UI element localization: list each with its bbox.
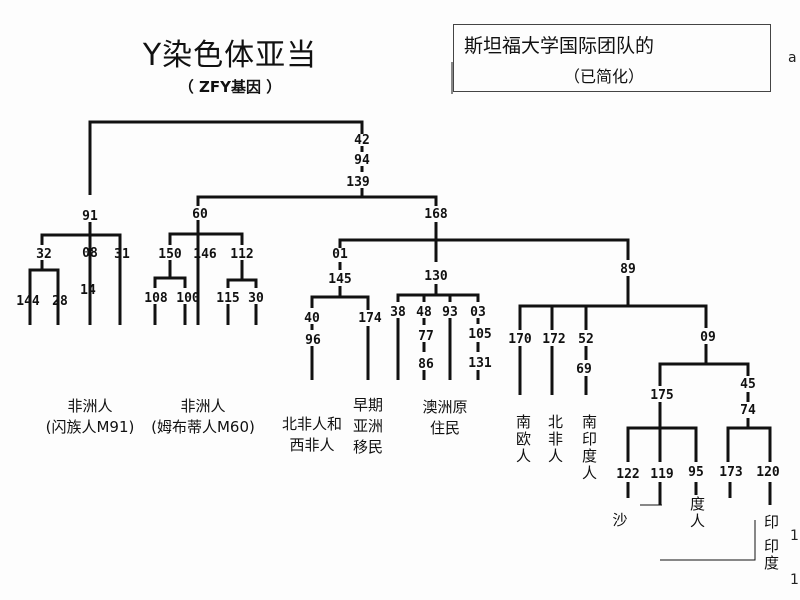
source-box-line1: 斯坦福大学国际团队的 — [464, 35, 655, 57]
node-32: 32 — [36, 247, 52, 262]
node-112: 112 — [230, 247, 253, 262]
node-86: 86 — [418, 357, 434, 372]
pop-south-european: 南欧人 — [514, 414, 532, 465]
node-77: 77 — [418, 329, 434, 344]
pop-early-asia-migrants: 早期 亚洲 移民 — [352, 396, 383, 456]
pop-south-indian: 南印度人 — [580, 414, 598, 482]
node-139: 139 — [346, 175, 369, 190]
node-52: 52 — [578, 332, 594, 347]
branch-130 — [396, 284, 480, 302]
branch-168 — [338, 222, 630, 262]
node-115: 115 — [216, 291, 239, 306]
node-08: 08 — [82, 246, 98, 261]
branch-145 — [310, 286, 370, 310]
branch-45 — [726, 392, 772, 462]
node-120: 120 — [756, 465, 780, 480]
node-170: 170 — [508, 332, 532, 347]
branch-139 — [196, 188, 364, 206]
node-42: 42 — [354, 133, 370, 148]
pop-yin: 印 — [762, 514, 780, 531]
annotation-line-2 — [660, 520, 756, 561]
node-130: 130 — [424, 269, 448, 284]
node-150: 150 — [158, 247, 182, 262]
node-74: 74 — [740, 403, 756, 418]
node-38: 38 — [390, 305, 406, 320]
diagram-subtitle: （ ZFY基因 ） — [178, 78, 282, 96]
node-168: 168 — [424, 207, 448, 222]
pop-north-west-african: 北非人和 西非人 — [281, 415, 342, 454]
diagram-title: Y染色体亚当 — [142, 38, 318, 73]
node-105: 105 — [468, 327, 491, 342]
pop-sha: 沙 — [612, 511, 628, 529]
node-60: 60 — [192, 207, 208, 222]
branch-150-down — [153, 304, 187, 325]
node-96: 96 — [305, 333, 321, 348]
source-box-line2: （已简化） — [563, 67, 644, 86]
pop-australian-aboriginal: 澳洲原 住民 — [422, 398, 468, 437]
node-48: 48 — [416, 305, 432, 320]
node-144: 144 — [16, 294, 40, 309]
pop-north-african: 北非人 — [546, 414, 564, 465]
branch-112-down — [226, 304, 258, 325]
node-28: 28 — [52, 294, 68, 309]
node-173: 173 — [719, 465, 742, 480]
node-03: 03 — [470, 305, 486, 320]
pop-du-ren: 度人 — [688, 496, 706, 530]
node-45: 45 — [740, 377, 756, 392]
cropped-text-bottom-1: 1 — [790, 528, 799, 544]
node-95: 95 — [688, 465, 704, 480]
node-172: 172 — [542, 332, 565, 347]
branch-89-b — [550, 306, 588, 330]
cropped-text-right: a — [788, 50, 797, 66]
branch-150 — [153, 260, 187, 288]
node-30: 30 — [248, 291, 264, 306]
branch-139-right — [362, 195, 438, 206]
branch-32 — [28, 260, 60, 325]
node-09: 09 — [700, 330, 716, 345]
node-122: 122 — [616, 467, 639, 482]
node-174: 174 — [358, 311, 382, 326]
node-119: 119 — [650, 467, 673, 482]
node-145: 145 — [328, 272, 351, 287]
node-89: 89 — [620, 262, 636, 277]
branch-112 — [226, 260, 258, 288]
node-146: 146 — [193, 247, 217, 262]
branch-175 — [626, 402, 698, 462]
node-108: 108 — [144, 291, 168, 306]
node-100: 100 — [176, 291, 200, 306]
branch-root — [88, 120, 364, 195]
cropped-text-bottom-2: 1 — [790, 572, 799, 588]
node-01: 01 — [332, 247, 348, 262]
node-131: 131 — [468, 356, 492, 371]
node-175: 175 — [650, 388, 673, 403]
source-box: 斯坦福大学国际团队的 （已简化） — [453, 24, 771, 92]
node-94: 94 — [354, 153, 370, 168]
pop-african-m60: 非洲人 (姆布蒂人M60) — [151, 397, 255, 436]
branch-89 — [518, 276, 708, 330]
branch-91 — [40, 222, 92, 245]
node-31: 31 — [114, 247, 130, 262]
node-69: 69 — [576, 362, 592, 377]
branch-130-c — [422, 295, 452, 302]
branch-60 — [168, 220, 244, 325]
node-40: 40 — [304, 311, 320, 326]
branch-09 — [658, 344, 750, 386]
pop-india: 印度 — [762, 538, 780, 572]
node-14: 14 — [80, 283, 96, 298]
node-91: 91 — [82, 209, 98, 224]
node-93: 93 — [442, 305, 458, 320]
pop-african-m91: 非洲人 (闪族人M91) — [45, 397, 135, 436]
